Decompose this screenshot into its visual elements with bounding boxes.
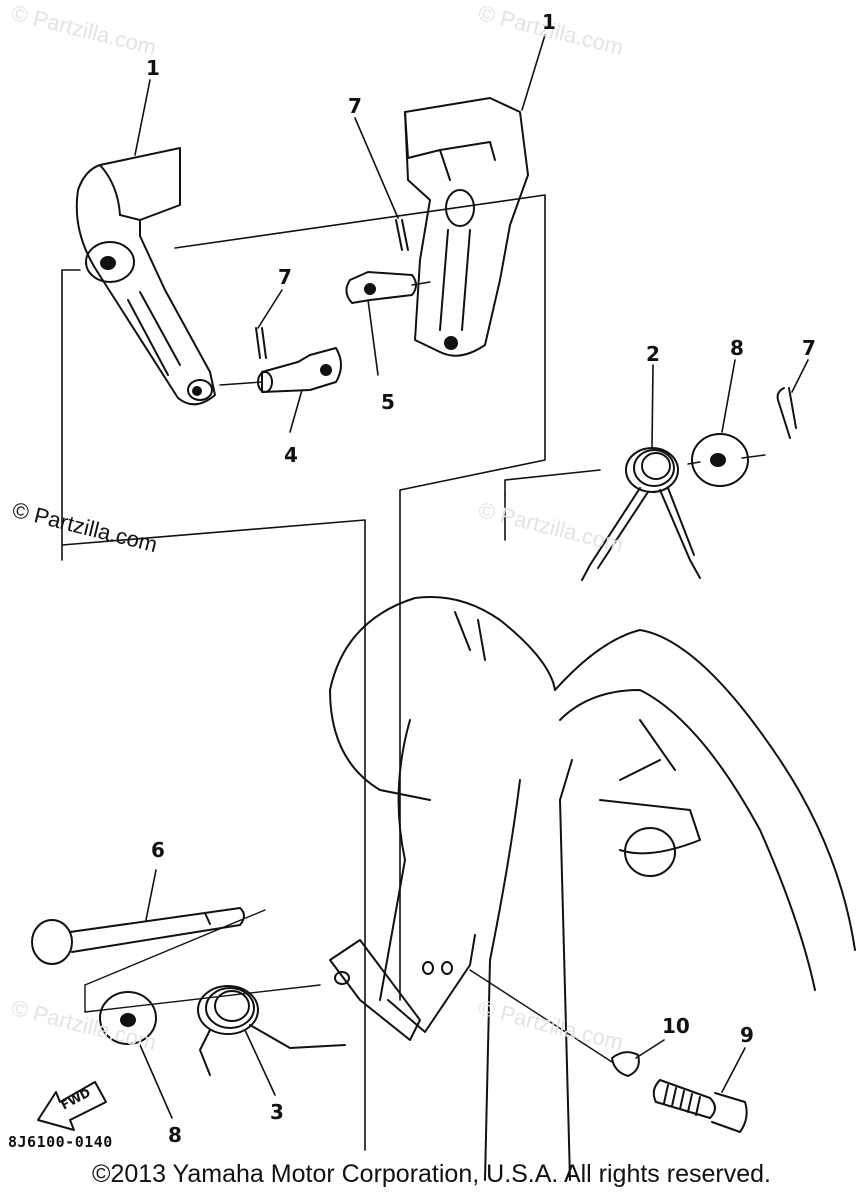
copyright-notice: ©2013 Yamaha Motor Corporation, U.S.A. A… xyxy=(92,1160,771,1188)
reference-lines xyxy=(61,194,601,1151)
callout-5: 5 xyxy=(381,390,395,414)
callout-8-lower: 8 xyxy=(168,1123,182,1147)
callout-6: 6 xyxy=(151,838,165,862)
callout-7-top: 7 xyxy=(348,94,362,118)
part-1-left-bracket xyxy=(75,147,216,406)
callout-9: 9 xyxy=(740,1023,754,1047)
part-8-washer-upper xyxy=(691,433,749,487)
part-5-joint-pin xyxy=(345,271,417,304)
callout-leaders xyxy=(134,34,809,1119)
part-6-clevis-pin xyxy=(31,907,245,965)
part-7-cotter-pins xyxy=(255,219,797,439)
part-4-joint-pin xyxy=(257,347,342,393)
part-2-torsion-spring xyxy=(581,447,701,581)
part-3-torsion-spring xyxy=(197,985,346,1076)
callout-2: 2 xyxy=(646,342,660,366)
callout-3: 3 xyxy=(270,1100,284,1124)
callout-7-right: 7 xyxy=(802,336,816,360)
assembly-lines xyxy=(84,281,766,1063)
callout-10: 10 xyxy=(662,1014,690,1038)
part-10-nut xyxy=(611,1051,640,1077)
callout-1-right: 1 xyxy=(542,10,556,34)
part-1-right-bracket xyxy=(404,97,529,357)
diagram-code: 8J6100-0140 xyxy=(8,1133,113,1151)
part-8-washer-lower xyxy=(99,991,157,1045)
guard-body xyxy=(329,595,856,1181)
fwd-arrow xyxy=(37,1081,107,1131)
callout-7-left: 7 xyxy=(278,265,292,289)
callout-4: 4 xyxy=(284,443,298,467)
callout-1-left: 1 xyxy=(146,56,160,80)
callout-8-upper: 8 xyxy=(730,336,744,360)
part-9-bolt xyxy=(652,1079,748,1133)
